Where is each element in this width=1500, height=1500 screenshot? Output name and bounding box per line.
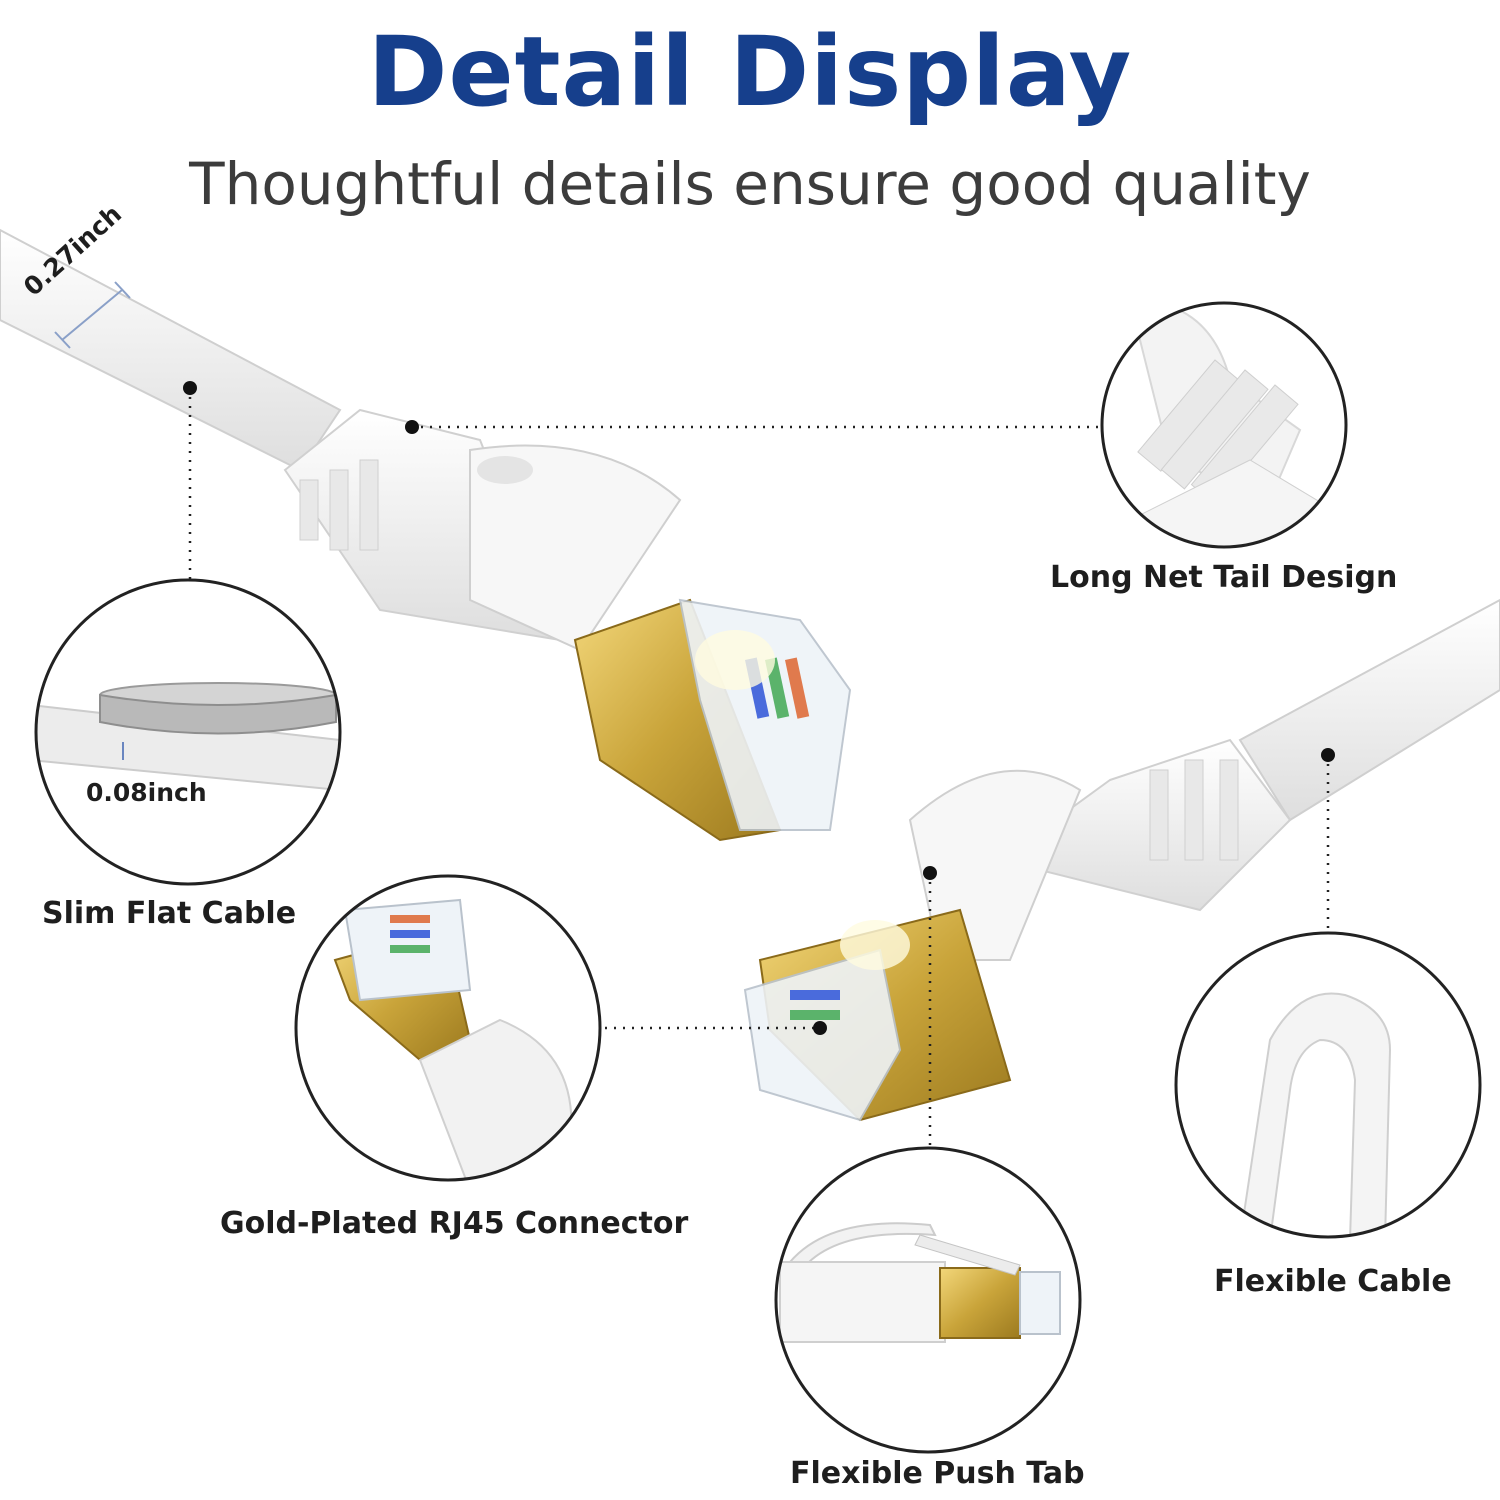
leader-dots <box>183 381 1335 1035</box>
detail-circle-connector <box>294 874 602 1182</box>
page-title: Detail Display <box>367 16 1133 128</box>
detail-circle-flexible <box>1174 931 1482 1239</box>
cable-left <box>0 228 852 842</box>
boot-right <box>908 738 1292 961</box>
label-gold-connector: Gold-Plated RJ45 Connector <box>220 1206 689 1241</box>
detail-circle-tail <box>1100 301 1348 549</box>
boot-left <box>283 408 682 652</box>
cable-right <box>743 598 1500 1122</box>
label-flexible-cable: Flexible Cable <box>1214 1264 1452 1299</box>
leader-lines <box>188 388 1330 1148</box>
thickness-measurement: 0.08inch <box>86 778 207 807</box>
page-subtitle: Thoughtful details ensure good quality <box>189 150 1311 218</box>
detail-circle-push-tab <box>774 1146 1082 1454</box>
label-long-net-tail: Long Net Tail Design <box>1050 560 1398 595</box>
label-slim-flat-cable: Slim Flat Cable <box>42 896 297 931</box>
detail-circle-slim <box>34 578 342 886</box>
label-flexible-push-tab: Flexible Push Tab <box>790 1456 1085 1491</box>
